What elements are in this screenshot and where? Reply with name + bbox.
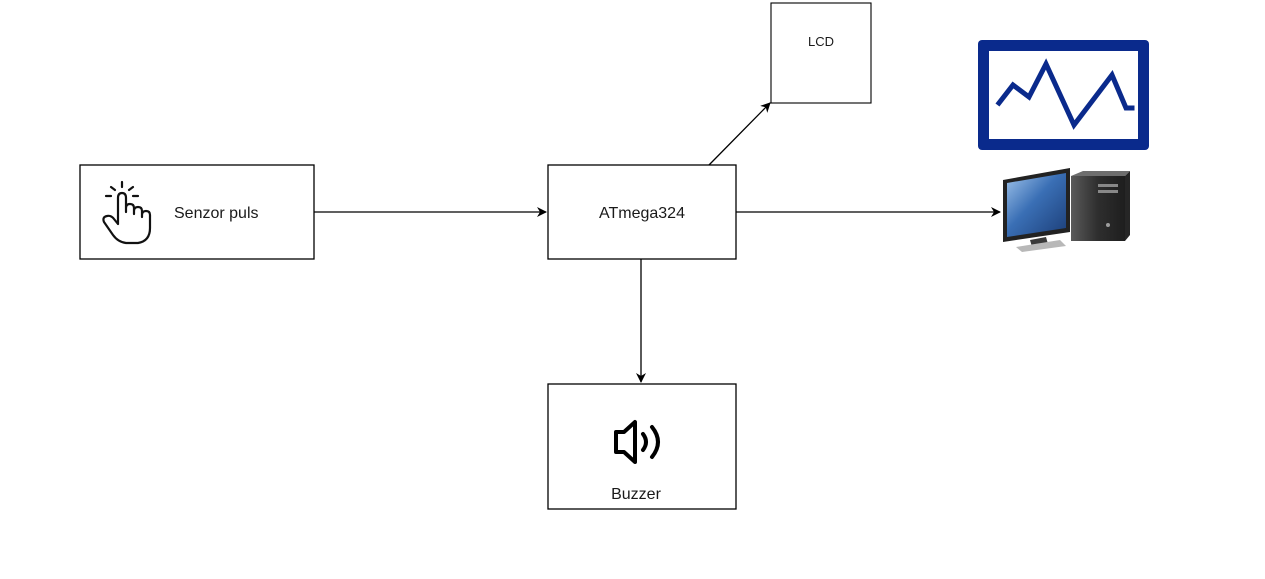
buzzer-label: Buzzer: [611, 486, 661, 503]
waveform-monitor-icon: [978, 40, 1149, 150]
desktop-computer-icon: [1003, 168, 1130, 252]
lcd-label: LCD: [808, 34, 834, 49]
pointing-hand-touch-icon: [102, 180, 152, 245]
lcd-node: LCD: [770, 2, 872, 104]
sensor-node: Senzor puls: [79, 164, 315, 260]
edge-mcu-to-lcd: [708, 102, 771, 166]
mcu-node: ATmega324: [547, 164, 737, 260]
speaker-volume-icon: [614, 420, 660, 464]
buzzer-node: Buzzer: [547, 383, 737, 510]
sensor-label: Senzor puls: [174, 205, 259, 222]
edges: [314, 102, 1001, 383]
mcu-label: ATmega324: [599, 205, 685, 222]
